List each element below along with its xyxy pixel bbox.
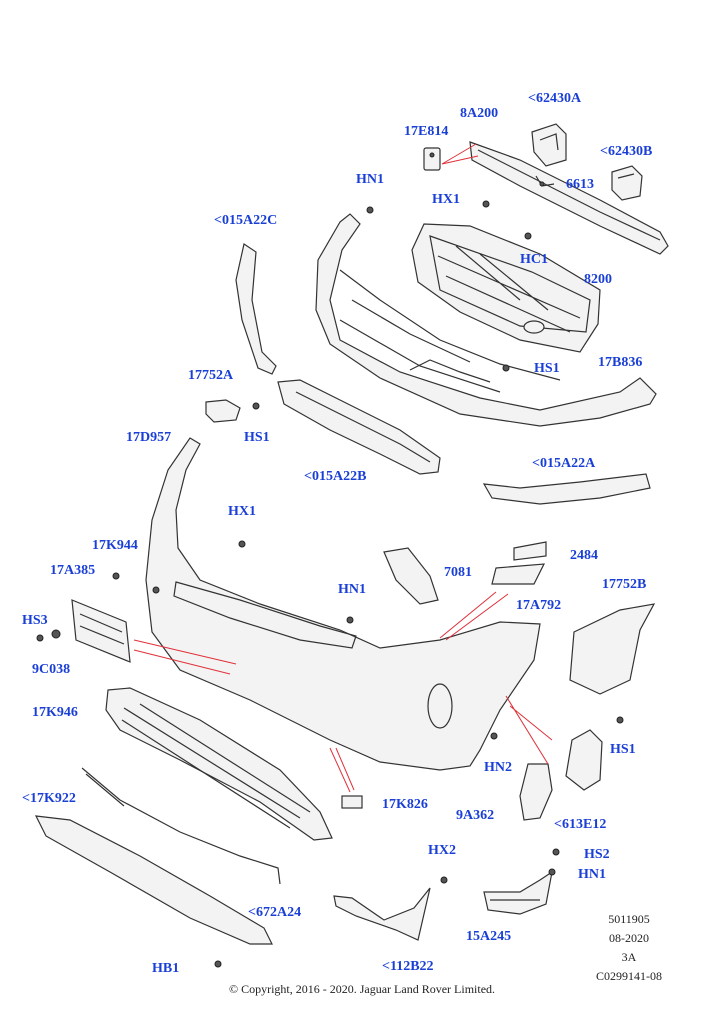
bracket-17752a	[205, 399, 241, 423]
clip-17k826	[341, 795, 363, 809]
callout-hx2[interactable]: HX2	[428, 843, 456, 858]
callout-hb1[interactable]: HB1	[152, 961, 180, 976]
trim-strip-015a22a	[482, 473, 651, 505]
callout-17b836[interactable]: 17B836	[598, 355, 643, 370]
meta-line-1: 5011905	[608, 912, 650, 926]
callout-17e814[interactable]: 17E814	[404, 124, 449, 139]
fastener-6613	[535, 175, 555, 187]
callout-17a385[interactable]: 17A385	[50, 563, 96, 578]
callout-hs1-right[interactable]: HS1	[610, 742, 636, 757]
front-grille	[411, 223, 601, 353]
callout-015a22c[interactable]: <015A22C	[214, 213, 278, 228]
lower-strip-672a24	[81, 767, 281, 885]
callout-hs2[interactable]: HS2	[584, 847, 610, 862]
cover-17a792	[491, 563, 546, 585]
callout-015a22b[interactable]: <015A22B	[304, 469, 367, 484]
callout-112b22[interactable]: <112B22	[382, 959, 434, 974]
callout-hx1-mid[interactable]: HX1	[228, 504, 256, 519]
bumper-cover	[145, 437, 541, 771]
upper-bumper-carrier	[315, 213, 657, 427]
skid-plate	[34, 815, 273, 945]
duct-7081	[383, 547, 439, 605]
callout-6613[interactable]: 6613	[566, 177, 594, 192]
callout-62430b[interactable]: <62430B	[600, 144, 653, 159]
callout-17752b[interactable]: 17752B	[602, 577, 647, 592]
callout-hc1[interactable]: HC1	[520, 252, 548, 267]
sensor-62430b	[611, 165, 643, 201]
callout-17k946[interactable]: 17K946	[32, 705, 78, 720]
callout-9c038[interactable]: 9C038	[32, 662, 71, 677]
diagram-metadata: 5011905 08-2020 3A C0299141-08	[596, 910, 662, 986]
callout-9a362[interactable]: 9A362	[456, 808, 495, 823]
callout-17752a[interactable]: 17752A	[188, 368, 234, 383]
meta-line-2: 08-2020	[609, 931, 649, 945]
bracket-112b22	[333, 887, 431, 941]
callout-17k944[interactable]: 17K944	[92, 538, 138, 553]
callout-7081[interactable]: 7081	[444, 565, 472, 580]
callout-17d957[interactable]: 17D957	[126, 430, 172, 445]
fog-lamp	[565, 729, 603, 791]
bracket-62430a	[531, 123, 567, 167]
leader-lines	[133, 143, 553, 793]
energy-absorber	[277, 379, 441, 475]
bracket-15a245	[483, 870, 553, 915]
callout-hn1-top[interactable]: HN1	[356, 172, 384, 187]
copyright-notice: © Copyright, 2016 - 2020. Jaguar Land Ro…	[228, 982, 496, 996]
lower-grille	[105, 687, 333, 841]
meta-line-4: C0299141-08	[596, 969, 662, 983]
bracket-17e814	[423, 147, 441, 171]
callout-2484[interactable]: 2484	[570, 548, 598, 563]
callout-hx1-top[interactable]: HX1	[432, 192, 460, 207]
callout-62430a[interactable]: <62430A	[528, 91, 582, 106]
callout-8a200[interactable]: 8A200	[460, 106, 499, 121]
trim-strip-015a22c	[235, 243, 277, 375]
callout-17a792[interactable]: 17A792	[516, 598, 562, 613]
bracket-17752b	[569, 603, 656, 695]
callout-hn1-mid[interactable]: HN1	[338, 582, 366, 597]
cap-2484	[513, 541, 547, 561]
callout-17k826[interactable]: 17K826	[382, 797, 428, 812]
callout-hs1-mid[interactable]: HS1	[534, 361, 560, 376]
meta-line-3: 3A	[621, 950, 637, 964]
callout-15a245[interactable]: 15A245	[466, 929, 512, 944]
callout-hn1-bot[interactable]: HN1	[578, 867, 606, 882]
callout-hs1-left[interactable]: HS1	[244, 430, 270, 445]
callout-613e12[interactable]: <613E12	[554, 817, 607, 832]
callout-hs3[interactable]: HS3	[22, 613, 48, 628]
callout-17k922[interactable]: <17K922	[22, 791, 76, 806]
callout-8200[interactable]: 8200	[584, 272, 612, 287]
fog-lamp-bezel	[519, 763, 553, 821]
callout-015a22a[interactable]: <015A22A	[532, 456, 596, 471]
fasteners	[36, 200, 624, 968]
number-plate-bracket	[71, 599, 131, 663]
callout-hn2[interactable]: HN2	[484, 760, 512, 775]
callout-672a24[interactable]: <672A24	[248, 905, 302, 920]
reinforcement-beam	[469, 141, 669, 255]
